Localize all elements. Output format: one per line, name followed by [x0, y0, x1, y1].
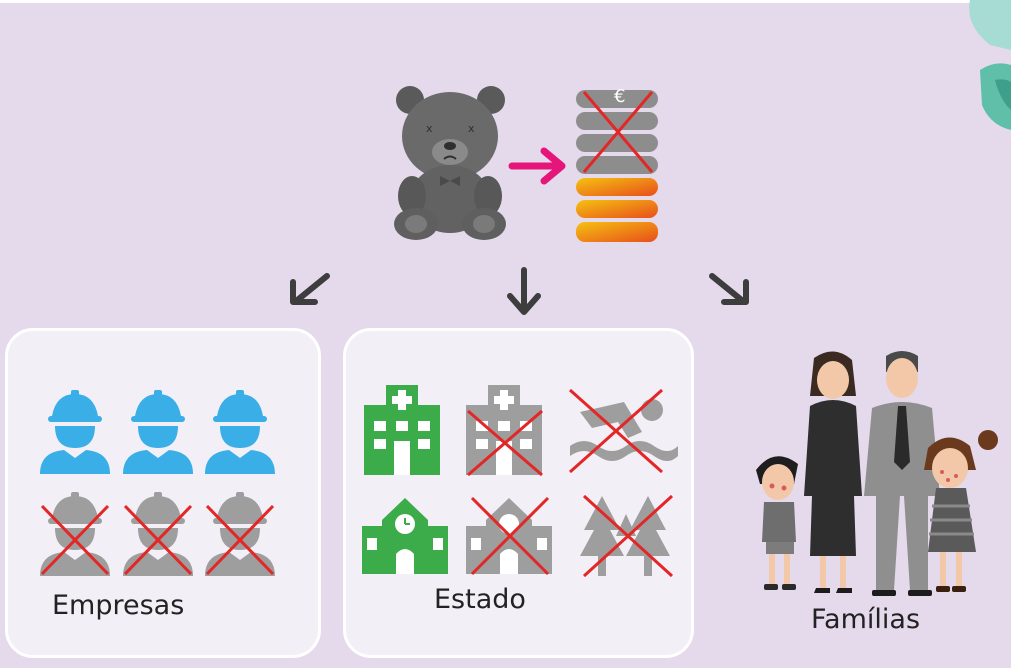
- school-icon: [360, 490, 450, 576]
- family-icon: [744, 346, 1009, 596]
- hospital-icon: [360, 383, 444, 477]
- worker-crossed-icon: [121, 490, 195, 578]
- arrow-down-right-icon: [706, 270, 754, 310]
- school-crossed-icon: [464, 490, 554, 576]
- teddy-bear-icon: x x: [388, 84, 513, 242]
- svg-text:x: x: [468, 122, 475, 135]
- empresas-label: Empresas: [52, 590, 185, 621]
- arrow-down-left-icon: [285, 270, 333, 310]
- estado-panel: [343, 328, 694, 658]
- arrow-down-icon: [504, 266, 544, 318]
- worker-icon: [203, 388, 277, 476]
- hospital-crossed-icon: [462, 383, 546, 477]
- familias-label: Famílias: [811, 604, 921, 635]
- corner-decoration-icon: [960, 0, 1011, 130]
- svg-text:x: x: [426, 122, 433, 135]
- empresas-panel: [5, 328, 321, 658]
- worker-icon: [121, 388, 195, 476]
- pine-trees-crossed-icon: [578, 490, 678, 580]
- coin-stack-icon: [572, 84, 662, 246]
- arrow-right-icon: [508, 146, 570, 186]
- swimming-crossed-icon: [566, 388, 682, 474]
- worker-icon: [38, 388, 112, 476]
- top-border: [0, 0, 1011, 3]
- worker-crossed-icon: [38, 490, 112, 578]
- worker-crossed-icon: [203, 490, 277, 578]
- estado-label: Estado: [434, 584, 526, 615]
- currency-symbol: €: [614, 86, 626, 107]
